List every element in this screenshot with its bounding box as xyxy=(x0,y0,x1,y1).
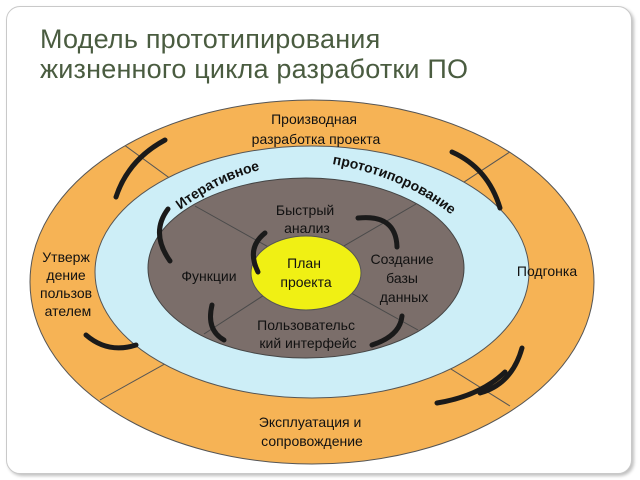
arrow-outer-right-bottom xyxy=(477,345,525,396)
inner-label-top: Быстрый анализ xyxy=(276,202,338,236)
center-plan xyxy=(250,235,362,311)
outer-label-right: Подгонка xyxy=(517,263,577,279)
center-label: План проекта xyxy=(280,255,331,290)
inner-label-left: Функции xyxy=(181,268,236,284)
arrow-inner-right xyxy=(369,313,405,348)
cycle-arrows xyxy=(83,137,525,406)
arrow-inner-top-left xyxy=(250,230,268,275)
arrow-inner-left xyxy=(208,302,227,343)
arrow-outer-top-left xyxy=(113,137,168,200)
arrow-outer-bottom xyxy=(434,369,508,406)
outer-label-top: Производная разработка проекта xyxy=(252,111,381,147)
outer-label-bottom: Эксплуатация и сопровождение xyxy=(259,414,365,449)
arrow-inner-top-right xyxy=(355,215,400,250)
outer-label-left: Утверж дение пользов ателем xyxy=(40,249,96,319)
arrow-middle-left xyxy=(157,206,173,264)
slide-title: Модель прототипирования жизненного цикла… xyxy=(40,24,600,84)
inner-label-bottom: Пользовательс кий интерфейс xyxy=(257,317,359,351)
inner-label-right: Создание базы данных xyxy=(370,251,437,305)
title-line-2: жизненного цикла разработки ПО xyxy=(40,54,469,84)
title-line-1: Модель прототипирования xyxy=(40,24,381,54)
arrow-outer-left xyxy=(83,332,139,351)
arrow-outer-top-right xyxy=(449,149,503,211)
